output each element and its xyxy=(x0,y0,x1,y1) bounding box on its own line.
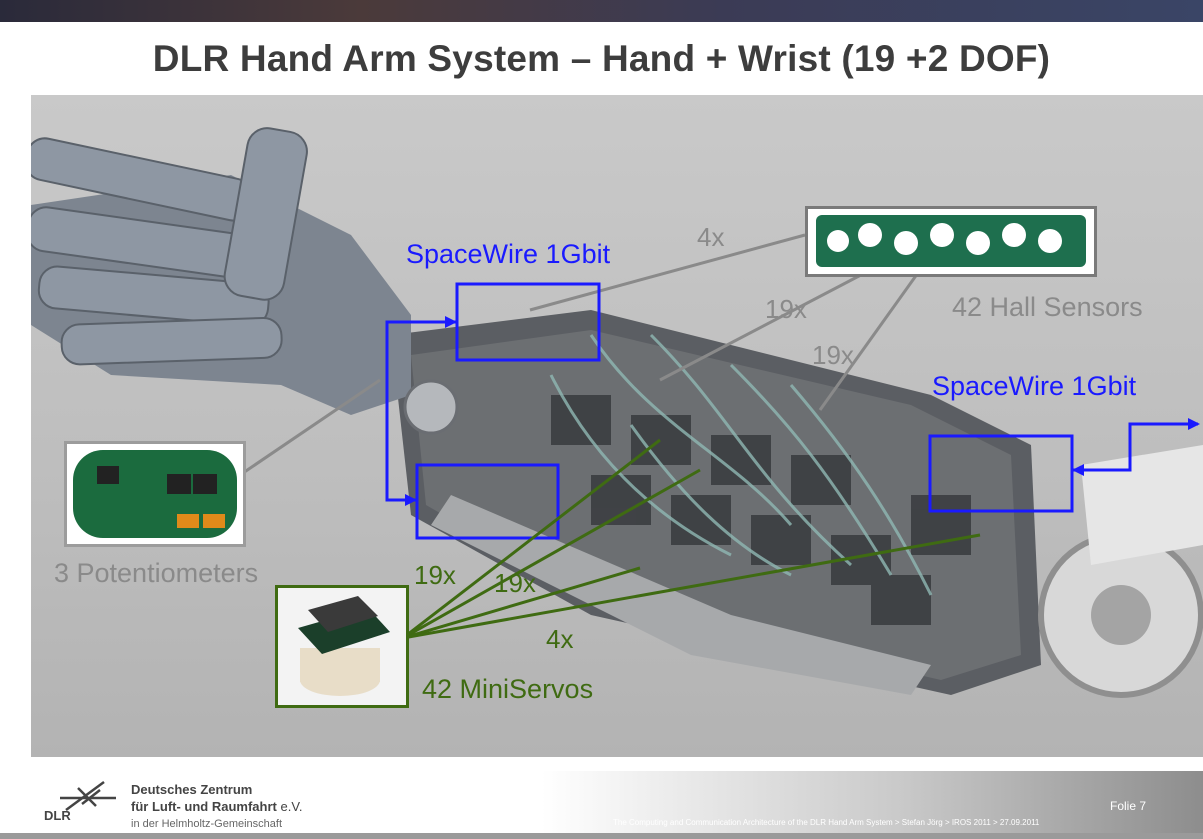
dlr-name-line2: für Luft- und Raumfahrt e.V. xyxy=(131,799,302,814)
footer-bar xyxy=(0,771,1203,839)
count-19x-green-b: 19x xyxy=(494,568,536,598)
dlr-logo-mark-icon xyxy=(60,780,116,812)
hall-sensor-line-4x xyxy=(529,233,806,312)
count-4x-top: 4x xyxy=(697,222,725,252)
count-19x-b: 19x xyxy=(812,340,854,370)
dlr-suffix: e.V. xyxy=(280,799,303,814)
spacewire-label-top: SpaceWire 1Gbit xyxy=(406,239,611,269)
hall-sensor-board-inset xyxy=(805,206,1097,277)
slide-title: DLR Hand Arm System – Hand + Wrist (19 +… xyxy=(152,38,1051,79)
servo-line-19x-b xyxy=(402,468,701,640)
top-banner-strip xyxy=(0,0,1203,22)
count-19x-a: 19x xyxy=(765,294,807,324)
spacewire-link-right xyxy=(1072,422,1198,472)
footer-citation: The Computing and Communication Architec… xyxy=(613,818,1040,827)
potentiometers-label: 3 Potentiometers xyxy=(54,558,259,588)
spacewire-label-right: SpaceWire 1Gbit xyxy=(932,371,1137,401)
spacewire-box-top xyxy=(455,282,601,362)
dlr-abbr: DLR xyxy=(44,808,71,823)
spacewire-box-right xyxy=(928,434,1074,513)
servo-line-19x-a xyxy=(402,438,661,640)
count-4x-green: 4x xyxy=(546,624,574,654)
potentiometer-board-image xyxy=(73,450,237,538)
robot-arm-photo xyxy=(31,95,1203,757)
servo-line-4x-b xyxy=(402,533,981,640)
hall-sensors-label: 42 Hall Sensors xyxy=(952,292,1143,322)
dlr-logo: DLR Deutsches Zentrum für Luft- und Raum… xyxy=(44,780,334,836)
spacewire-box-bottom xyxy=(415,463,560,540)
slide-number: Folie 7 xyxy=(1110,799,1147,813)
potentiometer-line xyxy=(239,378,381,477)
hall-sensor-line-19x-a xyxy=(659,263,881,382)
robot-arm-illustration xyxy=(31,127,1203,698)
dlr-name-line2-text: für Luft- und Raumfahrt xyxy=(131,799,277,814)
miniservos-label: 42 MiniServos xyxy=(422,674,594,704)
spacewire-link-left xyxy=(385,320,457,502)
dlr-name-line1: Deutsches Zentrum xyxy=(131,782,253,797)
hall-sensor-line-19x-b xyxy=(818,269,922,411)
potentiometer-board-inset xyxy=(64,441,246,547)
dlr-name-line3: in der Helmholtz-Gemeinschaft xyxy=(131,818,283,830)
servo-line-4x-a xyxy=(402,566,641,640)
count-19x-green-a: 19x xyxy=(414,560,456,590)
miniservo-inset xyxy=(275,585,409,708)
hall-sensor-board-image xyxy=(816,215,1086,267)
miniservo-image xyxy=(278,588,406,705)
footer-divider xyxy=(0,833,1203,839)
